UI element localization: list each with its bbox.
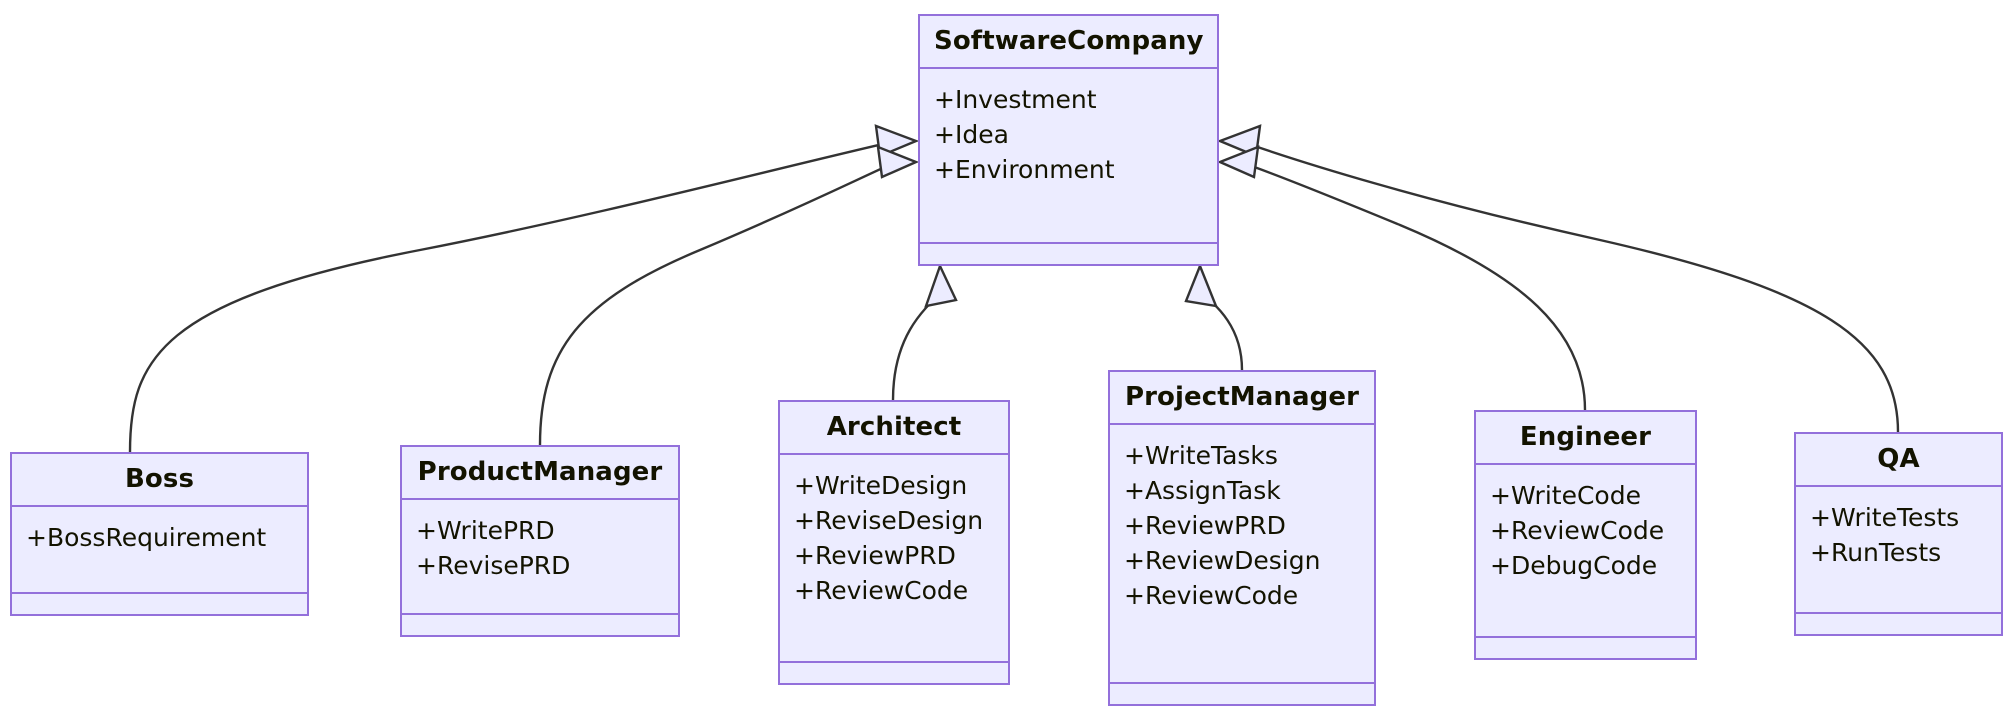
class-node-softwarecompany[interactable]: SoftwareCompany +Investment +Idea +Envir… [918, 14, 1219, 266]
class-attributes-softwarecompany: +Investment +Idea +Environment [920, 69, 1217, 244]
edge-architect-to-softwarecompany [891, 286, 949, 401]
class-attribute: +WriteDesign [794, 471, 968, 500]
class-attributes-projectmanager: +WriteTasks +AssignTask +ReviewPRD +Revi… [1110, 425, 1374, 684]
class-node-qa[interactable]: QA +WriteTests +RunTests [1794, 432, 2003, 636]
class-methods-engineer [1476, 638, 1695, 658]
inheritance-arrowhead-qa [1216, 124, 1262, 158]
class-attribute: +ReviseDesign [794, 506, 984, 535]
class-title-engineer: Engineer [1476, 412, 1695, 465]
inheritance-arrowhead-architect [924, 262, 958, 308]
class-methods-architect [780, 663, 1008, 683]
class-attribute: +WritePRD [416, 516, 555, 545]
class-attributes-productmanager: +WritePRD +RevisePRD [402, 500, 678, 615]
class-title-productmanager: ProductManager [402, 447, 678, 500]
class-attribute: +ReviewPRD [1124, 511, 1286, 540]
class-attribute: +Idea [934, 120, 1009, 149]
class-title-softwarecompany: SoftwareCompany [920, 16, 1217, 69]
class-attribute: +RevisePRD [416, 551, 571, 580]
class-methods-softwarecompany [920, 244, 1217, 264]
class-node-projectmanager[interactable]: ProjectManager +WriteTasks +AssignTask +… [1108, 370, 1376, 706]
class-attribute: +RunTests [1810, 538, 1942, 567]
class-attribute: +DebugCode [1490, 551, 1658, 580]
class-attribute: +ReviewCode [794, 576, 969, 605]
class-attributes-qa: +WriteTests +RunTests [1796, 487, 2001, 614]
class-attributes-boss: +BossRequirement [12, 507, 307, 594]
class-attribute: +AssignTask [1124, 476, 1281, 505]
class-attribute: +ReviewCode [1124, 581, 1299, 610]
class-node-engineer[interactable]: Engineer +WriteCode +ReviewCode +DebugCo… [1474, 410, 1697, 660]
class-attribute: +Investment [934, 85, 1097, 114]
class-methods-boss [12, 594, 307, 614]
class-attribute: +WriteTests [1810, 503, 1960, 532]
class-title-architect: Architect [780, 402, 1008, 455]
class-attribute: +ReviewCode [1490, 516, 1665, 545]
class-methods-productmanager [402, 615, 678, 635]
class-attribute: +ReviewDesign [1124, 546, 1321, 575]
inheritance-arrowhead-engineer [1216, 145, 1260, 179]
class-title-projectmanager: ProjectManager [1110, 372, 1374, 425]
inheritance-arrowhead-projectmanager [1184, 262, 1218, 308]
class-attribute: +BossRequirement [26, 523, 267, 552]
class-attribute: +WriteTasks [1124, 441, 1278, 470]
class-attribute: +WriteCode [1490, 481, 1641, 510]
class-node-boss[interactable]: Boss +BossRequirement [10, 452, 309, 616]
class-attribute: +ReviewPRD [794, 541, 956, 570]
class-attribute: +Environment [934, 155, 1115, 184]
class-methods-projectmanager [1110, 684, 1374, 704]
class-attributes-architect: +WriteDesign +ReviseDesign +ReviewPRD +R… [780, 455, 1008, 663]
class-title-boss: Boss [12, 454, 307, 507]
edge-projectmanager-to-softwarecompany [1191, 285, 1244, 371]
class-node-productmanager[interactable]: ProductManager +WritePRD +RevisePRD [400, 445, 680, 637]
inheritance-arrowhead-productmanager [876, 145, 920, 179]
class-node-architect[interactable]: Architect +WriteDesign +ReviseDesign +Re… [778, 400, 1010, 685]
inheritance-arrowhead-boss [874, 124, 920, 158]
class-methods-qa [1796, 614, 2001, 634]
class-attributes-engineer: +WriteCode +ReviewCode +DebugCode [1476, 465, 1695, 638]
class-title-qa: QA [1796, 434, 2001, 487]
